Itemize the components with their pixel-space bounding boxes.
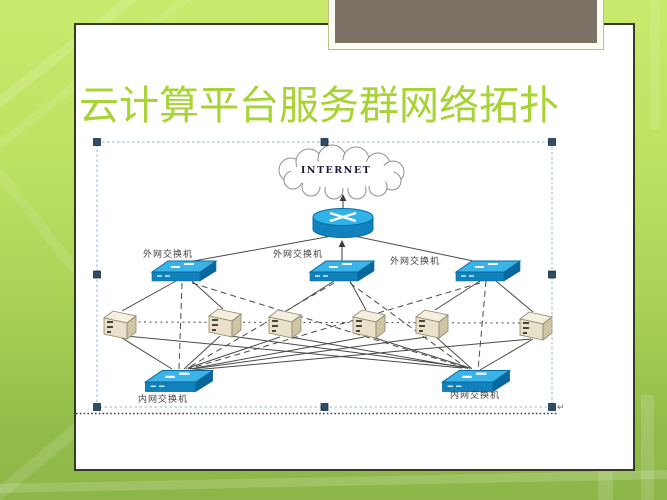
selection-handle[interactable] <box>548 270 556 279</box>
server-6 <box>519 311 553 341</box>
selection-handle[interactable] <box>93 270 101 279</box>
slide-canvas[interactable] <box>74 23 635 471</box>
server-interconnect-dotted-line <box>121 321 535 324</box>
switch-server-links <box>121 280 534 313</box>
internal-switch-label-1: 内网交换机 <box>138 393 188 405</box>
external-switch-label-3: 外网交换机 <box>390 255 440 267</box>
selection-handle[interactable] <box>320 138 329 146</box>
internal-switch-2 <box>441 369 511 393</box>
slide-title[interactable]: 云计算平台服务群网络拓扑 <box>79 83 559 129</box>
internal-switch-1 <box>144 369 214 393</box>
uplink-arrows <box>338 194 347 261</box>
switch-switch-dashed-links <box>178 280 487 371</box>
anchor-return-mark: ↵ <box>557 403 565 413</box>
external-switch-2 <box>309 260 375 282</box>
server-4 <box>352 309 386 339</box>
external-switch-label-2: 外网交换机 <box>273 248 323 260</box>
router-switch-links <box>187 235 479 263</box>
internet-label: INTERNET <box>301 165 371 176</box>
selection-handle[interactable] <box>548 403 556 411</box>
server-1 <box>103 310 137 340</box>
external-switch-1 <box>151 260 217 282</box>
selection-handle[interactable] <box>320 403 329 411</box>
internet-cloud <box>278 144 405 200</box>
internal-switch-label-2: 内网交换机 <box>450 389 500 401</box>
core-router <box>312 208 374 238</box>
server-2 <box>208 308 242 338</box>
selection-handle[interactable] <box>93 403 101 411</box>
server-5 <box>415 309 449 339</box>
selection-handles <box>93 138 556 411</box>
server-switch-links <box>121 335 534 371</box>
selection-handle[interactable] <box>548 138 556 146</box>
external-switch-label-1: 外网交换机 <box>143 248 193 260</box>
banner-shape[interactable] <box>328 0 604 50</box>
selection-handle[interactable] <box>93 138 101 146</box>
external-switch-3 <box>455 260 521 282</box>
server-3 <box>268 309 302 339</box>
